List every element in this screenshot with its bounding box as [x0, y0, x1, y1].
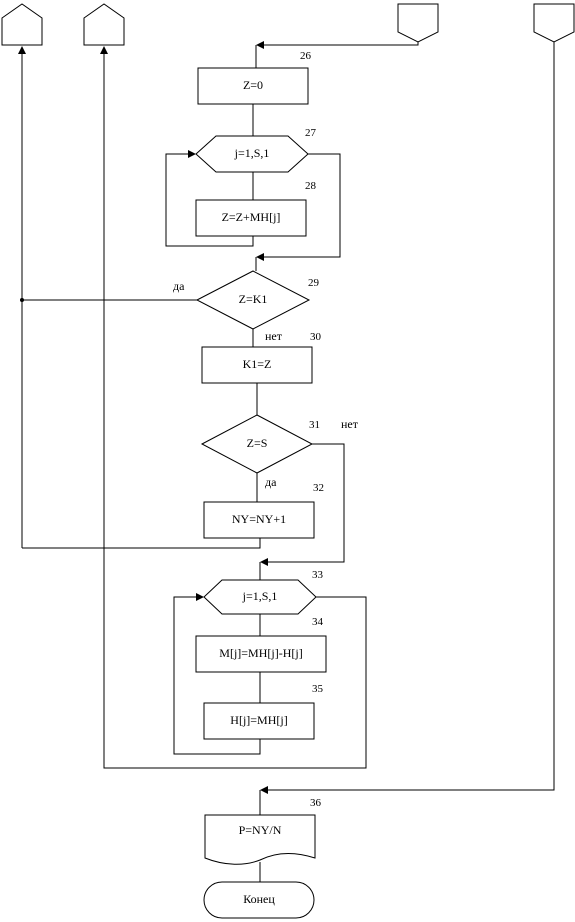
offpage-connector-right-2: [533, 3, 575, 43]
arrow-entry-26: [256, 41, 264, 49]
document-p-assign-label: P=NY/N: [239, 823, 282, 837]
process-k1-assign: [201, 346, 313, 384]
line-ny-to-left-bus: [22, 538, 261, 549]
step-number-34: 34: [312, 616, 324, 628]
step-number-26: 26: [300, 50, 312, 62]
process-z-init: [197, 67, 309, 105]
loop1-return-line: [165, 153, 254, 247]
loop-header-1-label: j=1,S,1: [234, 146, 270, 160]
branch-label-zk1-yes: да: [173, 279, 185, 293]
decision-z-k1-label: Z=K1: [239, 292, 268, 306]
process-ny-inc-label: NY=NY+1: [232, 512, 286, 526]
step-number-31: 31: [309, 419, 320, 431]
loop2-return-arrow: [196, 593, 204, 601]
loop2-exit-line: [103, 53, 367, 769]
process-ny-inc: [203, 501, 315, 539]
process-m-assign-label: M[j]=MH[j]-H[j]: [219, 646, 302, 660]
document-p-assign: [204, 814, 316, 865]
branch-label-zs-yes: да: [265, 475, 277, 489]
arrow-zs-no: [260, 558, 268, 566]
step-number-33: 33: [312, 569, 324, 581]
process-k1-assign-label: K1=Z: [243, 357, 272, 371]
line-entry-26: [262, 42, 419, 46]
step-number-36: 36: [310, 797, 322, 809]
line-zs-no: [266, 443, 345, 563]
branch-label-zk1-no: нет: [265, 329, 283, 343]
loop2-return-line: [173, 596, 261, 755]
step-number-29: 29: [308, 277, 320, 289]
process-h-assign: [203, 702, 315, 740]
process-z-init-label: Z=0: [243, 78, 263, 92]
offpage-connector-left-1: [1, 3, 43, 46]
arrow-entry-36: [260, 786, 268, 794]
process-h-assign-label: H[j]=MH[j]: [230, 713, 287, 727]
terminator-end-label: Конец: [243, 892, 275, 906]
step-number-30: 30: [310, 331, 322, 343]
decision-z-k1: [195, 270, 311, 330]
branch-label-zs-no: нет: [341, 417, 359, 431]
decision-z-s-label: Z=S: [247, 436, 268, 450]
process-z-sum-label: Z=Z+MH[j]: [222, 210, 281, 224]
step-number-35: 35: [312, 683, 324, 695]
offpage-connector-right-1: [397, 3, 439, 43]
loop-header-2-label: j=1,S,1: [242, 589, 278, 603]
step-number-27: 27: [305, 127, 317, 139]
step-number-28: 28: [305, 180, 317, 192]
loop1-exit-line: [262, 153, 341, 258]
line-entry-36: [266, 42, 555, 791]
loop1-return-arrow: [188, 150, 196, 158]
process-z-sum: [195, 199, 307, 237]
step-number-32: 32: [313, 482, 324, 494]
arrow-to-left-connector-2: [100, 46, 108, 54]
process-m-assign: [195, 635, 327, 673]
offpage-connector-left-2: [83, 3, 125, 46]
arrow-to-left-connector-1: [18, 46, 26, 54]
loop1-exit-arrow: [256, 253, 264, 261]
terminator-end: [203, 881, 315, 919]
